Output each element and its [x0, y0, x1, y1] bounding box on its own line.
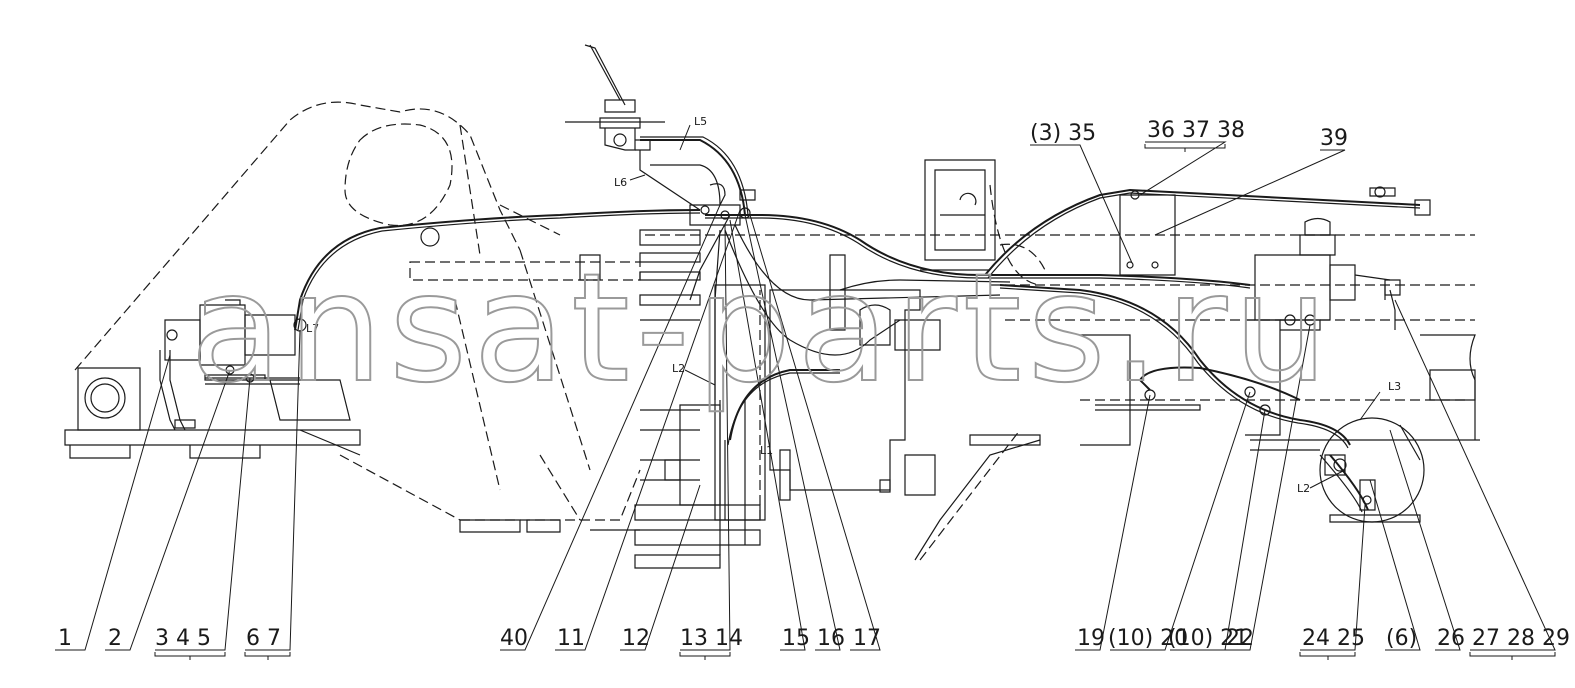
item-label-17: 17: [853, 626, 881, 651]
hydraulic-lines: [159, 136, 1421, 520]
leader-lines: [55, 124, 1556, 651]
item-label-39: 39: [1320, 126, 1348, 151]
item-label-10-20: (10) 20: [1108, 626, 1188, 651]
item-label-6-7: 6 7: [246, 626, 281, 651]
item-label-19: 19: [1077, 626, 1105, 651]
hose-mark-l2-lower: L2: [1297, 482, 1310, 495]
hose-mark-l1: L1: [760, 444, 773, 457]
hose-mark-l6: L6: [614, 176, 627, 189]
item-label-24-25: 24 25: [1302, 626, 1365, 651]
item-label-15: 15: [782, 626, 810, 651]
item-label-12: 12: [622, 626, 650, 651]
hose-mark-l5: L5: [694, 115, 707, 128]
item-label-16: 16: [817, 626, 845, 651]
hose-marks: L5 L6 L7 L2 L1 L3 L2: [306, 115, 1401, 495]
item-label-10-21: (10) 21: [1168, 626, 1248, 651]
machine-outline: [74, 101, 1475, 561]
watermark: ansat-parts.ru: [190, 242, 1334, 416]
hose-mark-l3: L3: [1388, 380, 1401, 393]
frame-structure: [64, 159, 1480, 569]
item-label-3-35: (3) 35: [1030, 121, 1096, 146]
item-label-1: 1: [58, 626, 72, 651]
item-label-11: 11: [557, 626, 585, 651]
item-label-22: 22: [1226, 626, 1254, 651]
item-label-6-ref: (6): [1386, 626, 1417, 651]
item-label-3-4-5: 3 4 5: [155, 626, 211, 651]
item-label-13-14: 13 14: [680, 626, 743, 651]
item-label-2: 2: [108, 626, 122, 651]
item-label-26: 26: [1437, 626, 1465, 651]
components: [164, 44, 1431, 511]
hose-mark-l2: L2: [672, 362, 685, 375]
hose-mark-l7: L7: [306, 322, 319, 335]
item-label-36-37-38: 36 37 38: [1147, 118, 1245, 143]
group-braces: [154, 144, 1556, 660]
item-label-40: 40: [500, 626, 528, 651]
item-labels: 1 2 3 4 5 6 7 40 11 12 13 14 15 16 17 19…: [58, 118, 1570, 651]
item-label-27-28-29: 27 28 29: [1472, 626, 1570, 651]
